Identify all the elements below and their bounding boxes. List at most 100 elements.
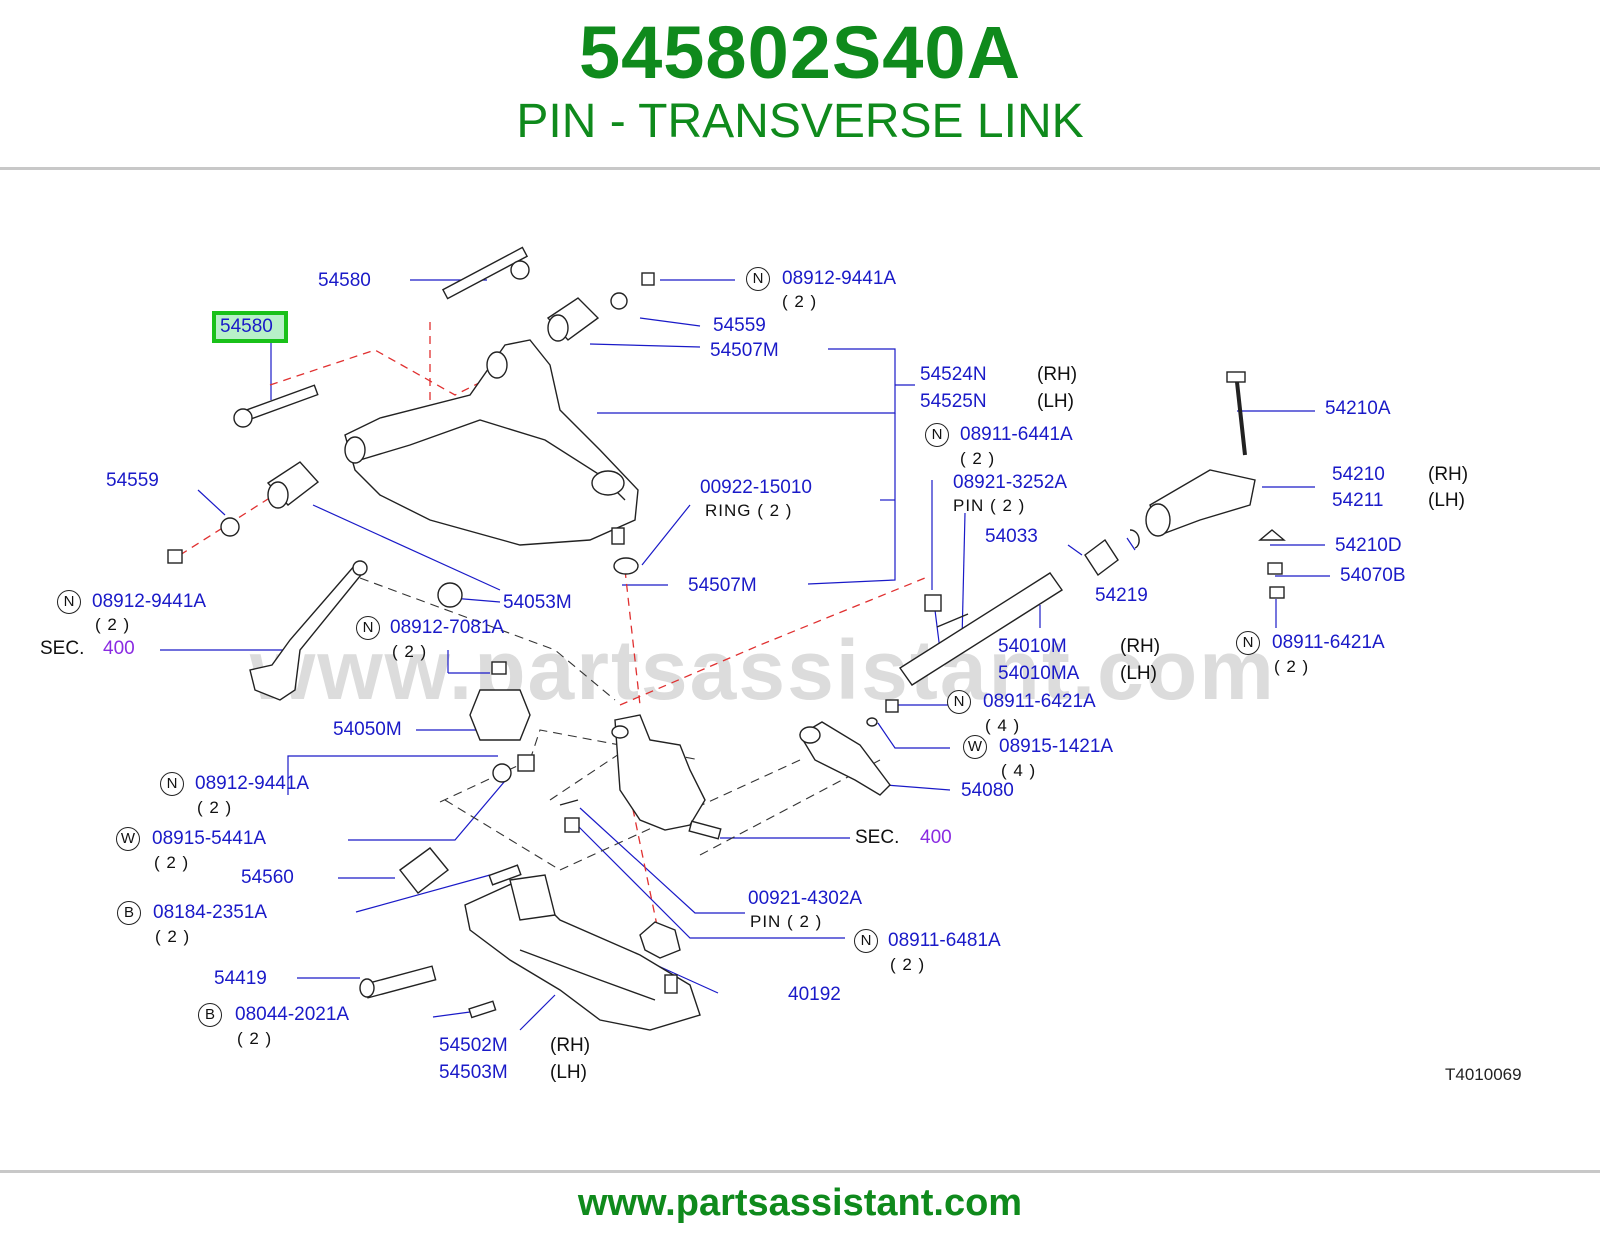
callout-54524n[interactable]: 54524N (920, 364, 987, 385)
qty-label: ( 2 ) (155, 927, 191, 946)
callout-54503m[interactable]: 54503M (439, 1062, 508, 1083)
sec-label: SEC. (855, 827, 900, 848)
callout-54580-highlighted[interactable]: 54580 (220, 316, 273, 337)
callout-54010m[interactable]: 54010M (998, 636, 1067, 657)
sec-label: SEC. (40, 638, 85, 659)
upper-bolt-54580 (441, 246, 530, 300)
side-lh: (LH) (1037, 391, 1074, 412)
badge-n: N (1236, 631, 1260, 655)
callout-54033[interactable]: 54033 (985, 526, 1038, 547)
washer-left (220, 517, 240, 537)
callout-54210a[interactable]: 54210A (1325, 398, 1391, 419)
pin-08921 (936, 613, 969, 628)
callout-08915-5441a[interactable]: 08915-5441A (152, 828, 267, 849)
badge-n: N (160, 772, 184, 796)
bushing-54033 (1084, 538, 1119, 577)
side-rh: (RH) (1037, 364, 1078, 385)
watermark: www.partsassistant.com (250, 623, 1276, 717)
callout-54525n[interactable]: 54525N (920, 391, 987, 412)
highlighted-part-box (212, 311, 288, 343)
callout-54219[interactable]: 54219 (1095, 585, 1148, 606)
callout-54050m[interactable]: 54050M (333, 719, 402, 740)
callout-54080[interactable]: 54080 (961, 780, 1014, 801)
bushing-upper (546, 297, 600, 342)
callout-40192[interactable]: 40192 (788, 984, 841, 1005)
knuckle (611, 714, 722, 840)
callout-08911-6441a[interactable]: 08911-6441A (960, 424, 1073, 445)
callout-54507m-mid[interactable]: 54507M (688, 575, 757, 596)
callout-54210d[interactable]: 54210D (1335, 535, 1402, 556)
ball-joint-40192 (639, 921, 681, 994)
callout-54419[interactable]: 54419 (214, 968, 267, 989)
badge-w: W (963, 735, 987, 759)
callout-08184-2351a[interactable]: 08184-2351A (153, 902, 268, 923)
nut-08911-6481a (564, 817, 580, 833)
badge-n: N (356, 616, 380, 640)
callout-00922-15010[interactable]: 00922-15010 (700, 477, 812, 498)
bumper-54053m (437, 582, 463, 608)
callout-08912-7081a[interactable]: 08912-7081A (390, 617, 505, 638)
part-description: PIN - TRANSVERSE LINK (516, 95, 1084, 148)
side-rh: (RH) (1120, 636, 1161, 657)
qty-label: ( 2 ) (197, 798, 233, 817)
nut-54070b-2 (1269, 586, 1285, 599)
bound-bumper-54050m (469, 661, 531, 741)
callout-08044-2021a[interactable]: 08044-2021A (235, 1004, 350, 1025)
side-rh: (RH) (1428, 464, 1469, 485)
callout-08912-9441a-low[interactable]: 08912-9441A (195, 773, 310, 794)
callout-54507m-top[interactable]: 54507M (710, 340, 779, 361)
qty-label: ( 2 ) (960, 449, 996, 468)
callout-08921-3252a[interactable]: 08921-3252A (953, 472, 1068, 493)
nut-left (167, 549, 183, 564)
callout-08911-6481a[interactable]: 08911-6481A (888, 930, 1001, 951)
callout-00921-4302a[interactable]: 00921-4302A (748, 888, 863, 909)
qty-label: ( 2 ) (782, 292, 818, 311)
callout-54053m[interactable]: 54053M (503, 592, 572, 613)
footer-divider (0, 1170, 1600, 1173)
page-header: 545802S40A PIN - TRANSVERSE LINK (0, 0, 1600, 168)
badge-n: N (947, 690, 971, 714)
qty-label: ( 2 ) (890, 955, 926, 974)
callout-54559-left[interactable]: 54559 (106, 470, 159, 491)
callout-54210[interactable]: 54210 (1332, 464, 1385, 485)
callout-54559-top[interactable]: 54559 (713, 315, 766, 336)
parts (167, 246, 1286, 1031)
callout-08912-9441a-top[interactable]: 08912-9441A (782, 268, 897, 289)
lower-arm (464, 874, 701, 1031)
bolt-08184 (488, 864, 522, 886)
callout-08911-6421a-right[interactable]: 08911-6421A (1272, 632, 1385, 653)
bushing-left (266, 461, 320, 509)
callout-54010ma[interactable]: 54010MA (998, 663, 1080, 684)
drawing-code: T4010069 (1445, 1065, 1522, 1084)
callout-54502m[interactable]: 54502M (439, 1035, 508, 1056)
sec-400-link[interactable]: 400 (920, 827, 952, 848)
ring-qty-label: RING ( 2 ) (705, 501, 793, 520)
badge-n: N (57, 590, 81, 614)
callout-08915-1421a[interactable]: 08915-1421A (999, 736, 1114, 757)
footer-url-link[interactable]: www.partsassistant.com (577, 1182, 1023, 1224)
callout-54211[interactable]: 54211 (1332, 490, 1384, 511)
nut-08912-9441a (517, 754, 535, 772)
upper-arm (344, 339, 639, 546)
badge-n: N (746, 267, 770, 291)
sec-400-link[interactable]: 400 (103, 638, 135, 659)
bushing-54560 (399, 847, 449, 894)
leader-lines (160, 279, 1330, 1031)
qty-label: ( 2 ) (154, 853, 190, 872)
qty-label: ( 2 ) (392, 642, 428, 661)
callout-54580-top[interactable]: 54580 (318, 270, 371, 291)
callout-54070b[interactable]: 54070B (1340, 565, 1406, 586)
callout-54560[interactable]: 54560 (241, 867, 294, 888)
washer-08915-1421a (866, 717, 878, 727)
washer-08915-5441a (492, 763, 512, 783)
seat-54210d (1258, 529, 1286, 541)
ring-54219 (1129, 529, 1140, 549)
callout-08911-6421a-mid[interactable]: 08911-6421A (983, 691, 1096, 712)
callout-08912-9441a-left[interactable]: 08912-9441A (92, 591, 207, 612)
pin-00921 (559, 799, 579, 806)
nut-08911-6421a (885, 699, 899, 713)
badge-w: W (116, 827, 140, 851)
qty-label: ( 4 ) (985, 716, 1021, 735)
washer-upper (610, 292, 628, 310)
stabilizer-link (249, 560, 368, 701)
